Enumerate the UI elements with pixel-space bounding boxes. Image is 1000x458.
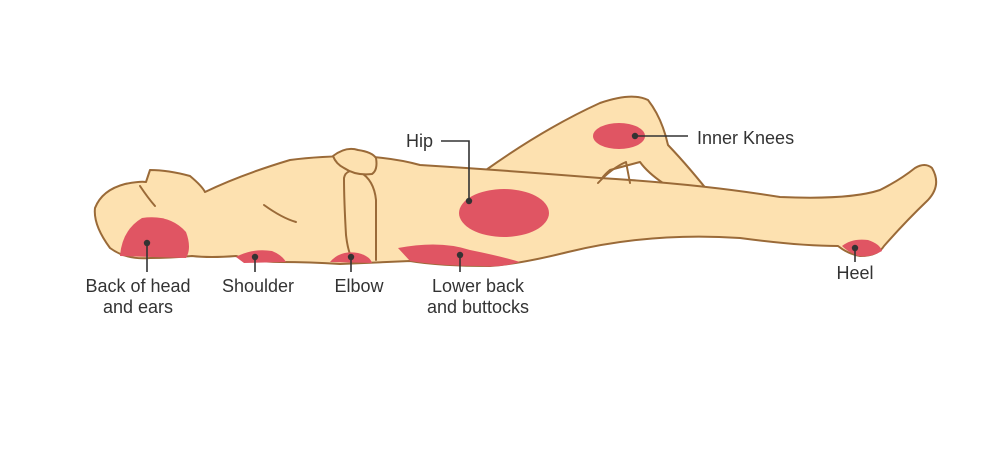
dot-lowerback [456,251,464,259]
label-lower-back-line2: and buttocks [426,297,530,317]
label-back-of-head-line2: and ears [102,297,174,317]
arm-crease-line [263,204,297,223]
pressure-shoulder [236,250,286,263]
pressure-inner-knees [593,123,645,149]
label-shoulder: Shoulder [210,276,306,297]
label-back-of-head: Back of head and ears [70,276,206,318]
hip-crease-line [597,161,631,184]
dot-heel [851,244,859,252]
label-heel-text: Heel [836,263,874,283]
hand [332,147,378,176]
pressure-heel [842,239,882,257]
label-hip-text: Hip [406,131,434,151]
label-elbow: Elbow [323,276,395,297]
label-inner-knees-text: Inner Knees [697,128,795,148]
dot-hip [465,197,473,205]
dot-head [143,239,151,247]
label-heel: Heel [827,263,883,284]
label-lower-back: Lower back and buttocks [408,276,548,318]
forearm [343,169,377,261]
label-shoulder-text: Shoulder [221,276,295,296]
dot-inner-knees [631,132,639,140]
pressure-hip [459,189,549,237]
label-hip: Hip [406,131,433,152]
label-back-of-head-line1: Back of head [85,276,191,296]
label-elbow-text: Elbow [334,276,384,296]
pressure-head [120,217,189,258]
label-inner-knees: Inner Knees [697,128,794,149]
leader-hip [441,140,470,200]
dot-elbow [347,253,355,261]
ear-line [139,185,156,207]
label-lower-back-line1: Lower back [431,276,525,296]
dot-shoulder [251,253,259,261]
